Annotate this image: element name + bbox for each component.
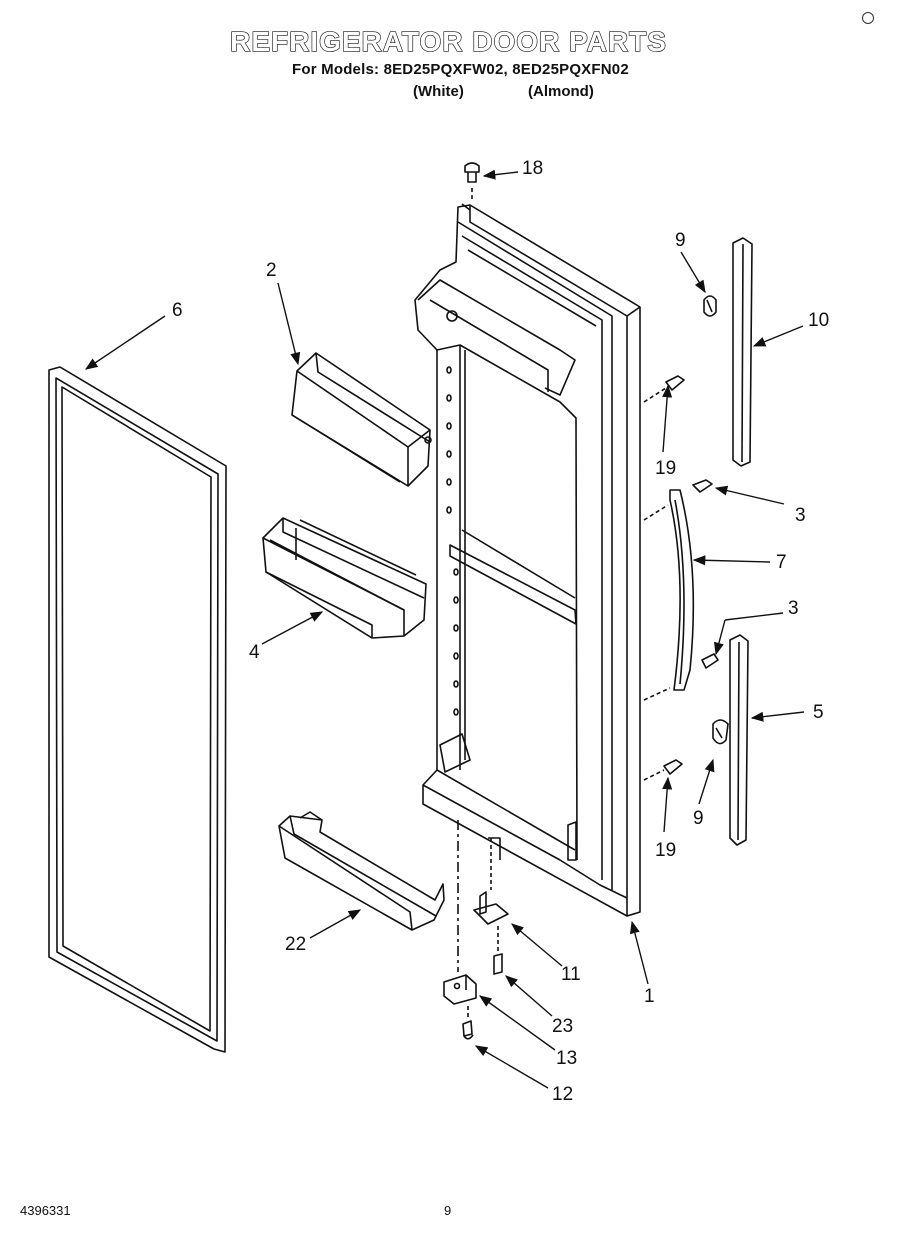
- top-plug-part-18: [464, 162, 480, 202]
- screw-part-12: [462, 1006, 474, 1040]
- clip-part-9-upper: [703, 295, 717, 317]
- hinge-pin-part-11: [473, 838, 509, 925]
- corner-registration-mark: [862, 12, 874, 24]
- callout-3-upper: 3: [795, 505, 806, 526]
- callout-23: 23: [552, 1016, 573, 1037]
- door-bin-part-4: [262, 517, 427, 639]
- door-assembly-part-1: [414, 203, 641, 917]
- callout-13: 13: [556, 1048, 577, 1069]
- callout-10: 10: [808, 310, 829, 331]
- callout-19-lower: 19: [655, 840, 676, 861]
- door-hinge-holes: [446, 366, 459, 716]
- dairy-door-part-2: [291, 352, 432, 487]
- callout-22: 22: [285, 934, 306, 955]
- page-title: REFRIGERATOR DOOR PARTS: [229, 25, 667, 57]
- lower-bin-part-22: [278, 811, 445, 931]
- leader-lines: [84, 169, 805, 1089]
- screw-part-19-lower: [643, 759, 683, 781]
- lower-trim-part-5: [729, 634, 749, 846]
- upper-trim-part-10: [732, 237, 753, 467]
- callout-12: 12: [552, 1084, 573, 1105]
- callout-2: 2: [266, 260, 277, 281]
- hinge-part-13: [443, 820, 477, 1005]
- clip-part-9-lower: [712, 719, 729, 745]
- door-gasket-part-6: [48, 366, 227, 1053]
- handle-part-7: [643, 489, 695, 701]
- callout-3-lower: 3: [788, 598, 799, 619]
- screw-part-3-lower: [701, 653, 719, 669]
- screw-part-3-upper: [692, 479, 713, 493]
- callout-5: 5: [813, 702, 824, 723]
- color-label-almond: (Almond): [528, 83, 594, 100]
- callout-7: 7: [776, 552, 787, 573]
- callout-4: 4: [249, 642, 260, 663]
- models-line: For Models: 8ED25PQXFW02, 8ED25PQXFN02: [292, 61, 629, 78]
- document-number: 4396331: [20, 1203, 71, 1218]
- callout-11: 11: [561, 964, 581, 985]
- page-number: 9: [444, 1203, 452, 1218]
- callout-6: 6: [172, 300, 183, 321]
- callout-18: 18: [522, 158, 543, 179]
- screw-part-19-upper: [643, 375, 685, 403]
- color-label-white: (White): [413, 83, 464, 100]
- callout-1: 1: [644, 986, 655, 1007]
- callout-9-upper: 9: [675, 230, 686, 251]
- screw-part-23: [493, 926, 503, 975]
- callout-19-upper: 19: [655, 458, 676, 479]
- callout-9-lower: 9: [693, 808, 704, 829]
